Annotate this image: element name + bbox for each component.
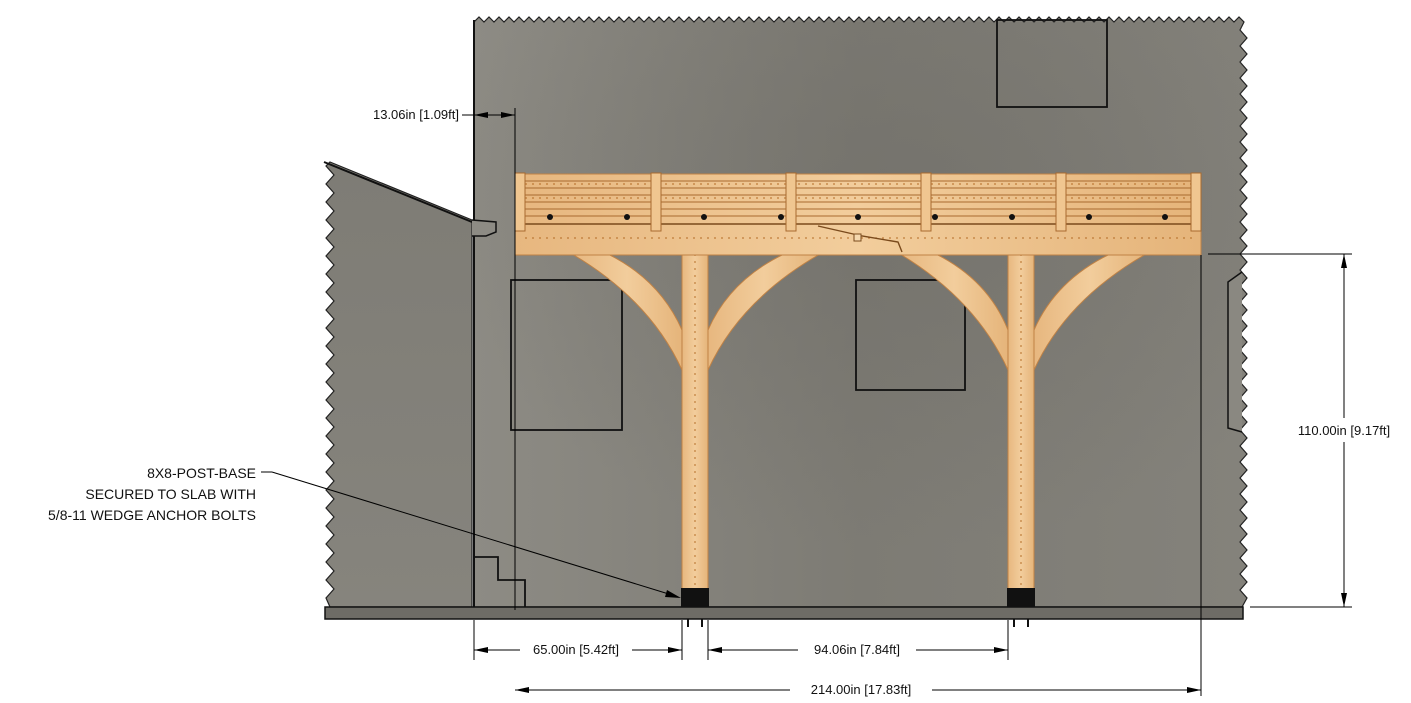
overhang-dimension: 13.06in [1.09ft] bbox=[373, 107, 459, 122]
overall-width-dimension: 214.00in [17.83ft] bbox=[811, 682, 911, 697]
knee-braces bbox=[570, 253, 1148, 371]
upper-window bbox=[996, 19, 1108, 108]
callout-line-2: SECURED TO SLAB WITH bbox=[85, 486, 256, 502]
bolt-holes bbox=[547, 214, 1168, 220]
side-wall bbox=[323, 161, 473, 608]
stair-outline bbox=[474, 556, 526, 607]
main-beam bbox=[514, 221, 1202, 256]
rafter-tails bbox=[514, 172, 1202, 232]
center-window bbox=[855, 279, 966, 391]
height-dimension: 110.00in [9.17ft] bbox=[1298, 423, 1390, 438]
post-base-callout: 8X8-POST-BASE SECURED TO SLAB WITH 5/8-1… bbox=[48, 465, 256, 523]
back-wall bbox=[471, 16, 1248, 608]
left-post-base bbox=[681, 588, 709, 607]
wall-to-post-dimension: 65.00in [5.42ft] bbox=[533, 642, 619, 657]
ground-slab bbox=[324, 606, 1244, 620]
left-window bbox=[510, 279, 623, 431]
right-post-base bbox=[1007, 588, 1035, 607]
dimension-lines bbox=[261, 108, 1352, 696]
post-bases bbox=[681, 588, 1035, 627]
callout-line-1: 8X8-POST-BASE bbox=[147, 465, 256, 481]
post-spacing-dimension: 94.06in [7.84ft] bbox=[814, 642, 900, 657]
callout-line-3: 5/8-11 WEDGE ANCHOR BOLTS bbox=[48, 507, 256, 523]
